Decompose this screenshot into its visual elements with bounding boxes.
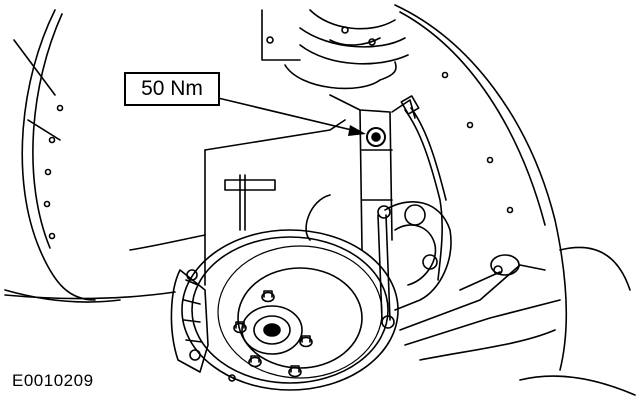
strut-pinch-bolt	[366, 127, 386, 147]
wheel-arch-liner-left	[4, 9, 121, 303]
brake-caliper	[170, 269, 209, 373]
brake-disc	[181, 229, 399, 391]
wheel-arch-liner-right	[394, 4, 636, 396]
lower-control-arm	[399, 254, 561, 361]
coil-spring	[284, 9, 409, 90]
brake-hose	[305, 95, 447, 281]
torque-callout: 50 Nm	[124, 72, 220, 106]
wheel-hub	[228, 290, 313, 382]
torque-value-label: 50 Nm	[141, 77, 203, 100]
body-structure	[4, 9, 346, 300]
figure-reference-number: E0010209	[12, 371, 94, 390]
callout-arrow	[217, 97, 366, 136]
stabilizer-link	[377, 205, 395, 329]
steering-knuckle	[384, 201, 452, 311]
